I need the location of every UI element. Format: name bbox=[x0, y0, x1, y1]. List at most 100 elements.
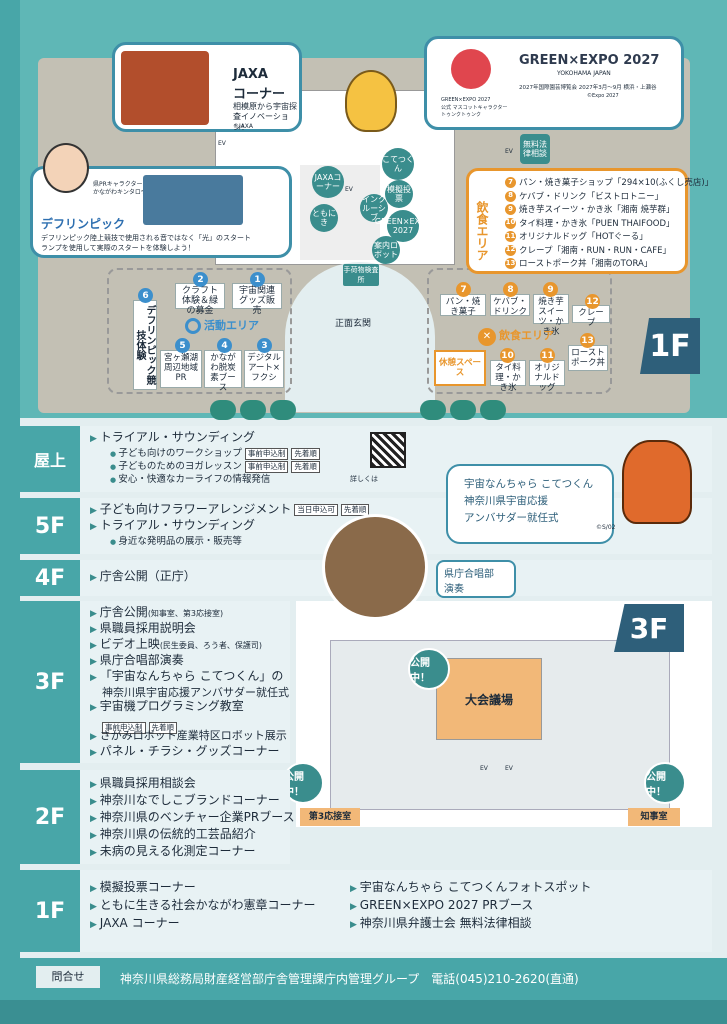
f5-item-2: トライアル・サウンディング bbox=[90, 518, 255, 535]
f4-floor-label: 4F bbox=[20, 560, 80, 596]
food-list-text: オリジナルドッグ「HOTぐーる」 bbox=[519, 232, 648, 242]
governor-room: 知事室 bbox=[628, 808, 680, 826]
num-11: 11 bbox=[540, 348, 555, 363]
f3-item-3: ビデオ上映(民生委員、ろう者、保護司) bbox=[90, 637, 262, 654]
booth-6-label: デフリンピック競技体験 bbox=[134, 305, 155, 385]
ambassador3: アンバサダー就任式 bbox=[464, 512, 559, 524]
food-list-text: ケバブ・ドリンク「ビストロトニー」 bbox=[519, 191, 664, 202]
f3-map-hall: 大会議場 bbox=[436, 658, 542, 740]
booth-11-label: オリジナルドッグ bbox=[534, 363, 560, 393]
expo-bubble: GREEN×EXPO 2027 公式 マスコットキャラクター トゥンクトゥンク … bbox=[424, 36, 684, 130]
qr-code[interactable] bbox=[370, 432, 406, 468]
side-band bbox=[0, 0, 20, 1024]
num-5: 5 bbox=[175, 338, 190, 353]
room3: 第3応接室 bbox=[300, 808, 360, 826]
booth-7: パン・焼き菓子 bbox=[440, 294, 486, 317]
f3-item-4: 県庁合唱部演奏 bbox=[90, 653, 184, 670]
ambassador-credit: ©S/02 bbox=[596, 524, 616, 531]
food-list-title: 飲食エリア bbox=[475, 201, 489, 261]
jaxa-desc2: 査イノベーション！ bbox=[233, 112, 289, 132]
booth-9: 焼き芋スイーツ・かき氷 bbox=[533, 294, 569, 337]
tag-inclusive: インクルーシブ bbox=[360, 194, 388, 222]
f2-floor-label: 2F bbox=[20, 770, 80, 864]
jaxa-credit: ©JAXA bbox=[233, 123, 253, 130]
choir-label2: 演奏 bbox=[444, 584, 464, 595]
choir-bubble: 県庁合唱部 演奏 bbox=[436, 560, 516, 598]
f3-item-3-text: ビデオ上映 bbox=[99, 637, 160, 651]
ev-label: EV bbox=[505, 148, 513, 155]
booth-10-label: タイ料理・かき氷 bbox=[495, 363, 521, 393]
ev-label: EV bbox=[218, 140, 226, 147]
expo-copy: ©Expo 2027 bbox=[587, 93, 619, 99]
f1-left-1: 模擬投票コーナー bbox=[90, 880, 196, 897]
jaxa-desc1: 相模原から宇宙探 bbox=[233, 102, 297, 111]
f1-floor-label: 1F bbox=[20, 870, 80, 952]
entrance-label: 正面玄関 bbox=[335, 319, 372, 329]
kintaro-character bbox=[43, 143, 89, 193]
num-6: 6 bbox=[138, 288, 153, 303]
food-list-number: 13 bbox=[505, 258, 516, 269]
f3-item-8: パネル・チラシ・グッズコーナー bbox=[90, 744, 280, 761]
floor-1f-text: 1F bbox=[649, 328, 691, 364]
ev-label: EV bbox=[345, 186, 353, 193]
f1-right-2: GREEN×EXPO 2027 PRブース bbox=[350, 898, 533, 915]
footer-text: 神奈川県総務局財産経営部庁舎管理課庁内管理グループ 電話(045)210-262… bbox=[120, 972, 579, 986]
footer-label: 問合せ bbox=[36, 966, 100, 988]
num-3: 3 bbox=[257, 338, 272, 353]
row-2f: 2F 県職員採用相談会 神奈川なでしこブランドコーナー 神奈川県のベンチャー企業… bbox=[20, 770, 295, 864]
roof-sub-2-text: 子どものためのヨガレッスン bbox=[118, 461, 242, 472]
floor-1f-label: 1F bbox=[640, 318, 700, 374]
booth-rest: 休憩スペース bbox=[434, 350, 486, 386]
food-list-text: ローストポーク丼「湘南のTORA」 bbox=[519, 259, 653, 269]
tree bbox=[270, 400, 296, 420]
char-label2: かながわキンタロウ bbox=[93, 189, 147, 196]
f4-item: 庁舎公開（正庁） bbox=[90, 569, 196, 586]
f3-label: 3F bbox=[614, 604, 684, 652]
booth-9-label: 焼き芋スイーツ・かき氷 bbox=[538, 297, 564, 337]
f2-item-5: 未病の見える化測定コーナー bbox=[90, 844, 256, 861]
f3-item-5b: 神奈川県宇宙応援アンバサダー就任式 bbox=[102, 686, 289, 699]
num-12: 12 bbox=[585, 294, 600, 309]
f5-floor-label: 5F bbox=[20, 498, 80, 554]
f3-small2: (民生委員、ろう者、保護司) bbox=[159, 641, 263, 650]
ambassador1: 宇宙なんちゃら こてつくん bbox=[464, 478, 594, 490]
booth-7-label: パン・焼き菓子 bbox=[445, 297, 481, 317]
food-list-number: 9 bbox=[505, 204, 516, 215]
food-list-text: 焼き芋スイーツ・かき氷「湘南 焼芋群」 bbox=[519, 205, 675, 215]
f2-item-2: 神奈川なでしこブランドコーナー bbox=[90, 793, 280, 810]
entrance-area bbox=[285, 262, 435, 412]
hall-label: 大会議場 bbox=[464, 692, 513, 707]
f3-item-5: 「宇宙なんちゃら こてつくん」の bbox=[90, 669, 284, 686]
f1-right-1: 宇宙なんちゃら こてつくんフォトスポット bbox=[350, 880, 592, 897]
expo-mascot bbox=[451, 49, 491, 89]
num-9: 9 bbox=[543, 282, 558, 297]
f3-label-text: 3F bbox=[629, 611, 669, 645]
ambassador-bubble: 宇宙なんちゃら こてつくん 神奈川県宇宙応援 アンバサダー就任式 bbox=[446, 464, 614, 544]
badge: 事前申込制 bbox=[244, 447, 289, 460]
booth-13: ローストポーク丼 bbox=[568, 345, 608, 371]
jaxa-title2: コーナー bbox=[233, 87, 286, 102]
deflympic-bubble: 県PRキャラクター かながわキンタロウ デフリンピック デフリンピック陸上競技で… bbox=[30, 143, 292, 258]
f2-item-3: 神奈川県のベンチャー企業PRブース bbox=[90, 810, 295, 827]
roof-sub-1-text: 子ども向けのワークショップ bbox=[118, 448, 242, 459]
tag-tomoni: ともにき bbox=[310, 204, 338, 232]
fork-knife-icon: ✕ bbox=[478, 328, 496, 346]
expo-sub: YOKOHAMA JAPAN bbox=[557, 70, 611, 77]
tag-mogi: 模擬投票 bbox=[385, 180, 413, 208]
f1-left-2: ともに生きる社会かながわ憲章コーナー bbox=[90, 898, 316, 915]
kotetsukun-character bbox=[345, 70, 397, 132]
booth-5: 宮ヶ瀬湖周辺地域PR bbox=[160, 350, 202, 388]
num-8: 8 bbox=[503, 282, 518, 297]
activity-area bbox=[107, 268, 292, 394]
num-10: 10 bbox=[500, 348, 515, 363]
public-badge: 公開中！ bbox=[408, 648, 450, 690]
public-badge: 公開中！ bbox=[644, 762, 686, 804]
booth-4-label: かながわ脱炭素ブース bbox=[210, 353, 236, 393]
roof-item: トライアル・サウンディング bbox=[90, 430, 255, 447]
tag-kotetsukun: こてつくん bbox=[382, 148, 414, 180]
deflympic-desc1: デフリンピック陸上競技で使用される音ではなく「光」のスタート bbox=[41, 234, 251, 242]
